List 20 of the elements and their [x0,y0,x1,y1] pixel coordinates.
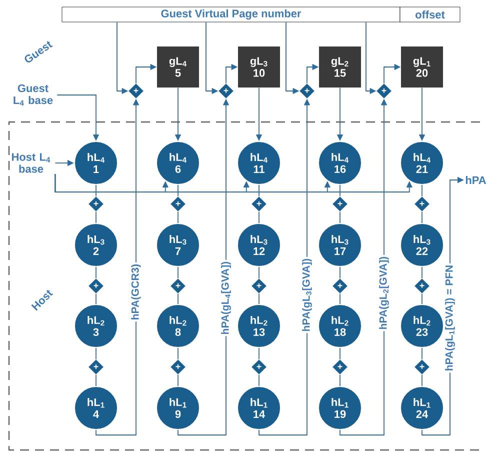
page-table-box: gL$_{1}$ 20 [401,46,443,88]
field-box: offset [400,6,460,22]
connector-line [258,374,260,386]
connector-line [258,348,260,360]
arrow [54,174,412,192]
output-label: hPA [466,176,486,184]
page-table-box: gL$_{3}$ 10 [238,46,280,88]
connector-line [258,293,260,304]
input-label: Guest L$_{4}$ base [14,84,53,106]
input-label: Host L$_{4}$ base [12,153,50,173]
edge-label: hPA(GCR3) [130,262,142,322]
page-table-box: gL$_{2}$ 15 [319,46,361,88]
page-table-box: gL$_{4}$ 5 [157,46,199,88]
connector-line [258,184,260,197]
edge-label: hPA(gL$_{1}$[GVA]) = PFN [444,263,456,373]
connector-line [258,211,260,224]
edge-label: hPA(gL$_{3}$[GVA]) [300,256,314,334]
edge-label: hPA(gL$_{2}$[GVA]) [378,254,390,332]
connector-line [258,266,260,279]
edge-label: hPA(gL$_{4}$[GVA]) [220,260,232,336]
